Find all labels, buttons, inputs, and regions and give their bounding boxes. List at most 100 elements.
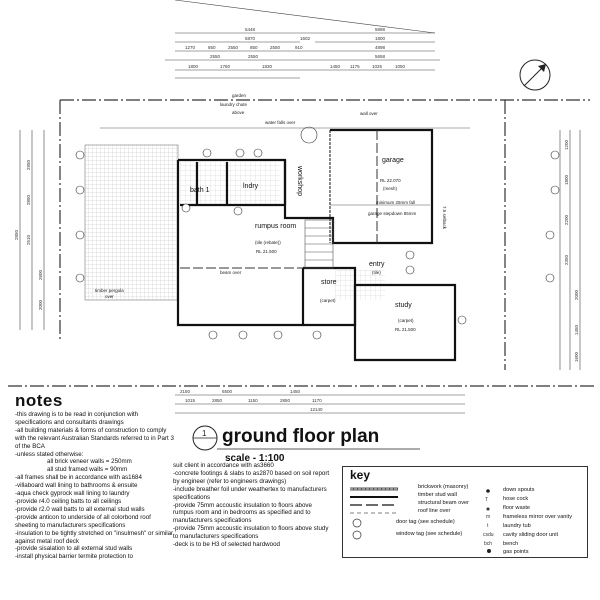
- dim-label: 1050: [395, 64, 406, 69]
- key-label: door tag (see schedule): [396, 519, 455, 525]
- door-tag-icon: [352, 518, 362, 528]
- note: -provide 75mm accoustic insulation to fl…: [173, 525, 329, 541]
- gas-point-icon: [487, 549, 491, 553]
- stairs: [304, 219, 334, 269]
- study-floor: (carpet): [398, 318, 414, 323]
- room-label-laundry: lndry: [243, 183, 259, 190]
- dim-label: 2000: [574, 289, 579, 300]
- note: -all frames shall be in accordance with …: [15, 474, 142, 482]
- dim-label: 2550: [270, 45, 281, 50]
- key-label: down spouts: [503, 487, 535, 493]
- rumpus-floor: (tile (rebate)): [255, 240, 281, 245]
- pergola: [84, 144, 179, 301]
- floor-waste-icon: [486, 507, 490, 511]
- key-label: timber stud wall: [418, 492, 457, 498]
- note: -include breather foil under weathertex …: [173, 485, 327, 501]
- pergola-label: timber pergola: [95, 288, 124, 293]
- room-label-store: store: [321, 279, 337, 286]
- dim-label: 1270: [185, 45, 196, 50]
- drawing-scale: scale - 1:100: [225, 453, 285, 464]
- dim-label: 2550: [210, 54, 221, 59]
- drawing-number: 1: [202, 429, 207, 438]
- dim-label: 5898: [375, 27, 386, 32]
- key-heading: key: [350, 468, 371, 482]
- dim-label: 4898: [375, 45, 386, 50]
- note: -provide sisalation to all external stud…: [15, 545, 133, 553]
- store-floor: (carpet): [320, 298, 336, 303]
- dim-label: 2350: [564, 254, 569, 265]
- annotation: laundry chute: [220, 102, 248, 107]
- note: -provide 75mm accoustic insulation to fl…: [173, 501, 312, 525]
- dim-label: 2000: [38, 299, 43, 310]
- drawing-title: ground floor plan: [222, 426, 380, 447]
- key-symbols: T m t csdu bch: [350, 487, 494, 553]
- garage-step: garage stepdown 85mm: [368, 211, 417, 216]
- annotation: wall over: [360, 111, 378, 116]
- dim-label: 5448: [245, 27, 256, 32]
- note: -all building materials & forms of const…: [15, 426, 174, 450]
- dim-label: 1830: [262, 64, 273, 69]
- top-dimension-labels: 5448 5898 5870 1602 1800 1270 850 2550 8…: [185, 27, 406, 69]
- key-label: hose cock: [503, 496, 529, 502]
- key-label: bench: [503, 541, 519, 547]
- dim-label: 2510: [26, 234, 31, 245]
- laundry-tub-icon: t: [487, 523, 489, 529]
- note: -unless stated otherwise:: [15, 450, 84, 458]
- dim-label: 910: [295, 45, 303, 50]
- annotation: water falls over: [265, 120, 296, 125]
- dim-label: 1760: [220, 64, 231, 69]
- dim-label: 1450: [574, 324, 579, 335]
- study-rl: RL 21.500: [395, 327, 416, 332]
- entry-floor-label: (tile): [372, 270, 381, 275]
- dim-label: 2950: [26, 159, 31, 170]
- dim-label: 2850: [14, 229, 19, 240]
- right-dimensions: [559, 130, 581, 370]
- dim-label: 2550: [228, 45, 239, 50]
- dim-label: 2150: [180, 389, 191, 394]
- dim-label: 5658: [375, 54, 386, 59]
- dim-label: 2850: [280, 398, 291, 403]
- rumpus-rl: RL 21.500: [256, 249, 277, 254]
- dim-label: 2200: [564, 214, 569, 225]
- garage-walls: [329, 129, 432, 243]
- dim-label: 1175: [350, 64, 360, 69]
- note: -villaboard wall lining to bathrooms & e…: [15, 482, 138, 490]
- dim-label: 1600: [574, 351, 579, 362]
- room-label-bath: bath 1: [190, 187, 210, 194]
- dim-label: 1200: [564, 139, 569, 150]
- notes-heading: notes: [15, 391, 63, 410]
- hose-cock-icon: T: [485, 497, 488, 503]
- dim-label: 1025: [372, 64, 383, 69]
- dim-label: 12140: [310, 407, 323, 412]
- pergola-label: over: [105, 294, 114, 299]
- note: -this drawing is to be read in conjuncti…: [15, 411, 139, 426]
- dim-label: 2550: [248, 54, 259, 59]
- dim-label: 1602: [300, 36, 311, 41]
- room-label-garage: garage: [382, 157, 404, 164]
- dim-label: 1150: [248, 398, 258, 403]
- note: all stud framed walls = 90mm: [47, 466, 128, 474]
- key-label: window tag (see schedule): [396, 531, 463, 537]
- annotation: beam over: [220, 270, 242, 275]
- top-dimensions: [165, 0, 440, 79]
- key-label: brickwork (masonry): [418, 484, 469, 490]
- key-label: laundry tub: [503, 523, 531, 529]
- note: -provide r2.0 wall batts to all external…: [15, 505, 145, 513]
- dim-label: 2600: [38, 269, 43, 280]
- dim-label: 6500: [222, 389, 233, 394]
- dim-label: 1800: [188, 64, 199, 69]
- mirror-icon: m: [486, 514, 490, 520]
- note: -provide r4.0 ceiling batts to all ceili…: [15, 497, 122, 505]
- dim-label: 1800: [564, 174, 569, 185]
- dim-label: 1170: [312, 398, 322, 403]
- north-arrow-icon: [519, 59, 551, 91]
- key-label: frameless mirror over vanity: [503, 514, 573, 520]
- legend-key: key T m t csdu bch brickwork (masonry) t…: [342, 466, 588, 558]
- water-feature-icon: [300, 126, 318, 144]
- note: all brick veneer walls = 250mm: [47, 458, 132, 466]
- note: -install physical barrier termite protec…: [15, 553, 133, 561]
- dim-label: 1800: [375, 36, 386, 41]
- annotation: above: [232, 110, 245, 115]
- room-label-entry: entry: [369, 261, 385, 268]
